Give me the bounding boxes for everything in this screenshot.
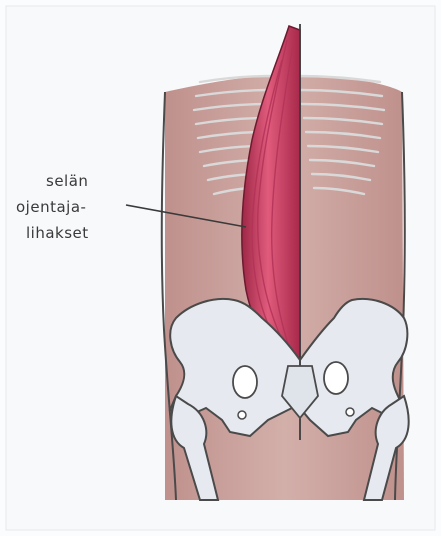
left-hip-socket [238, 411, 246, 419]
label-line-1: selän [46, 172, 88, 190]
right-hip-socket [346, 408, 354, 416]
right-obturator-foramen [324, 362, 348, 394]
label-line-2: ojentaja- [16, 198, 86, 216]
left-obturator-foramen [233, 366, 257, 398]
label-line-3: lihakset [26, 224, 89, 242]
